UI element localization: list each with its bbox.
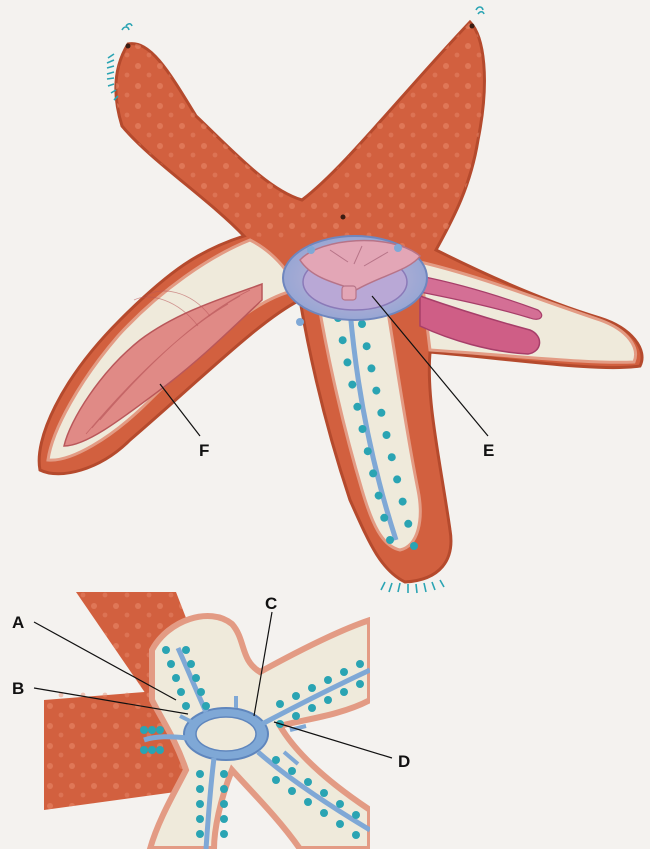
tube-foot — [348, 381, 356, 389]
tube-foot — [339, 336, 347, 344]
tube-foot — [220, 800, 228, 808]
tube-foot — [320, 809, 328, 817]
tube-foot — [410, 542, 418, 550]
tube-foot — [148, 726, 156, 734]
tube-foot — [220, 815, 228, 823]
label-C: C — [265, 594, 277, 613]
tube-foot — [156, 746, 164, 754]
tube-foot — [336, 820, 344, 828]
tube-foot — [220, 770, 228, 778]
tube-foot — [272, 776, 280, 784]
label-E: E — [483, 441, 494, 460]
tube-foot — [356, 660, 364, 668]
tube-foot — [404, 520, 412, 528]
tube-foot — [140, 746, 148, 754]
right-arm-cavity — [420, 262, 636, 362]
label-A: A — [12, 613, 24, 632]
tube-foot — [358, 320, 366, 328]
tube-foot — [343, 358, 351, 366]
tube-foot — [197, 688, 205, 696]
tube-foot — [324, 696, 332, 704]
tube-foot — [363, 342, 371, 350]
tube-foot — [272, 756, 280, 764]
tube-foot — [177, 688, 185, 696]
tube-foot — [352, 811, 360, 819]
tube-foot — [340, 688, 348, 696]
tube-foot — [308, 704, 316, 712]
tube-foot — [220, 785, 228, 793]
tube-foot — [308, 684, 316, 692]
tube-foot — [196, 785, 204, 793]
tube-foot — [196, 815, 204, 823]
tube-foot — [187, 660, 195, 668]
skin-texture — [116, 22, 484, 250]
tube-foot — [372, 387, 380, 395]
tube-foot — [156, 726, 164, 734]
tube-foot — [172, 674, 180, 682]
tube-foot — [367, 364, 375, 372]
tube-foot — [292, 692, 300, 700]
tube-foot — [353, 403, 361, 411]
label-B: B — [12, 679, 24, 698]
tube-foot — [182, 646, 190, 654]
tube-foot — [380, 514, 388, 522]
tube-foot — [383, 431, 391, 439]
tube-foot — [192, 674, 200, 682]
tube-foot — [167, 660, 175, 668]
tube-foot — [304, 798, 312, 806]
tube-foot — [288, 767, 296, 775]
tube-foot — [220, 830, 228, 838]
tube-foot — [182, 702, 190, 710]
label-D: D — [398, 752, 410, 771]
tube-foot — [292, 712, 300, 720]
tube-foot — [388, 453, 396, 461]
eyespot-left — [126, 44, 131, 49]
tube-foot — [320, 789, 328, 797]
tube-foot — [324, 676, 332, 684]
tube-foot — [196, 770, 204, 778]
tube-foot — [196, 800, 204, 808]
tube-foot — [202, 702, 210, 710]
tube-foot — [375, 492, 383, 500]
tube-foot — [352, 831, 360, 839]
tube-foot — [377, 409, 385, 417]
tube-foot — [336, 800, 344, 808]
inset-water-vascular — [44, 592, 370, 849]
tube-foot — [359, 425, 367, 433]
tube-foot — [288, 787, 296, 795]
tube-foot — [140, 726, 148, 734]
tube-foot — [364, 447, 372, 455]
tube-foot — [399, 498, 407, 506]
tube-foot — [386, 536, 394, 544]
madreporite — [341, 215, 346, 220]
tube-foot — [276, 700, 284, 708]
tube-foot — [196, 830, 204, 838]
tube-foot — [356, 680, 364, 688]
tube-foot — [162, 646, 170, 654]
tube-foot — [148, 746, 156, 754]
eyespot-right — [470, 24, 475, 29]
label-F: F — [199, 441, 209, 460]
tube-foot — [340, 668, 348, 676]
tube-foot — [304, 778, 312, 786]
tube-foot — [393, 475, 401, 483]
tube-foot — [369, 469, 377, 477]
